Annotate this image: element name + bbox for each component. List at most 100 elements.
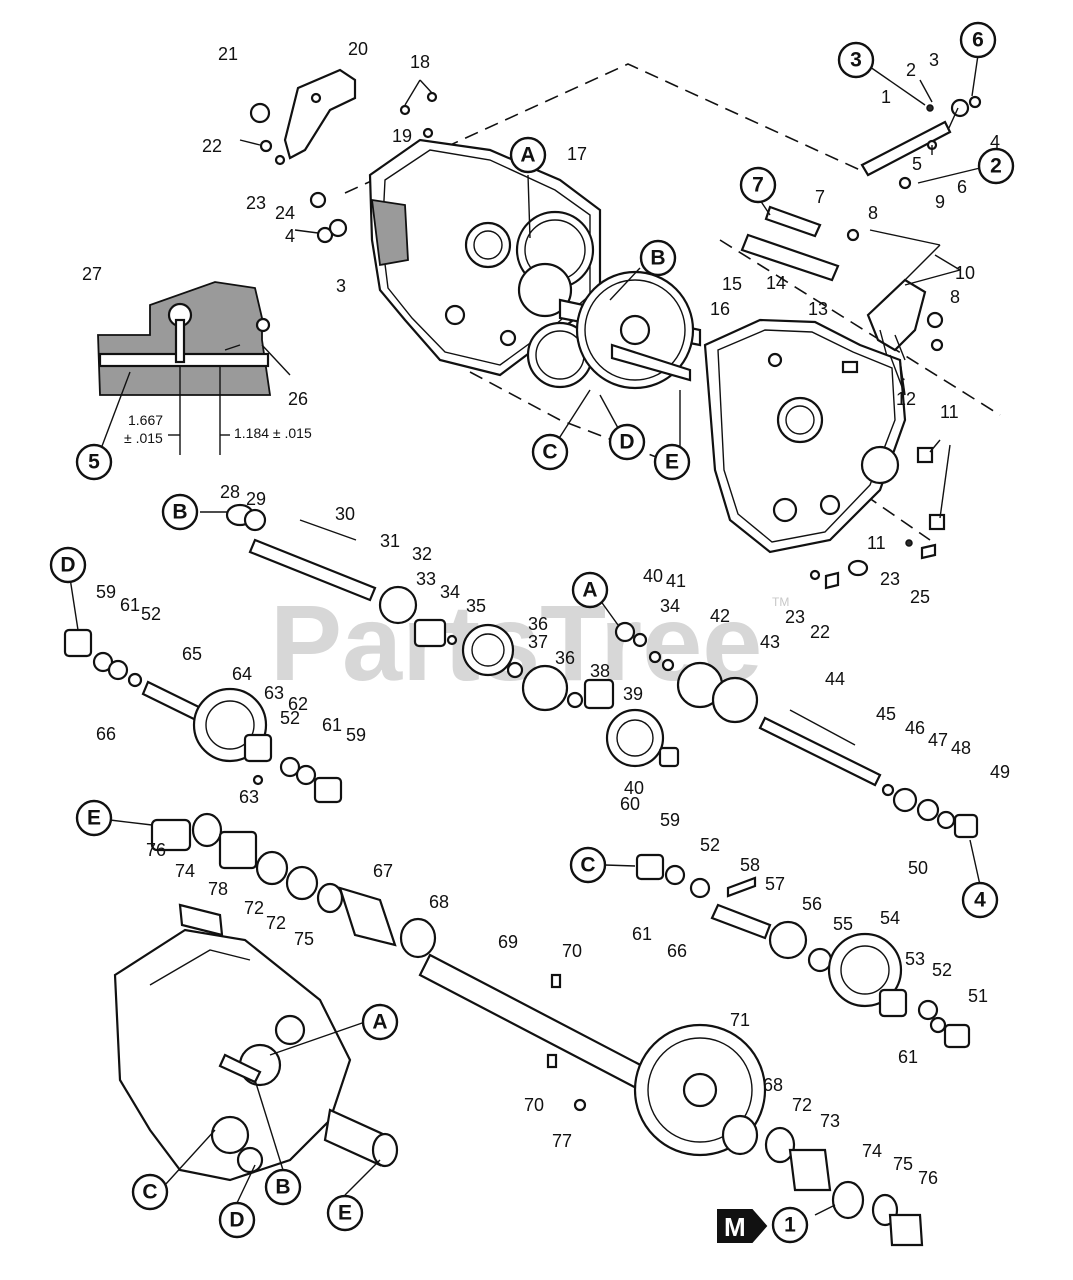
callout-B-low: B	[264, 1168, 302, 1206]
part-label: 68	[429, 892, 449, 912]
svg-text:7: 7	[752, 174, 764, 197]
part-label: 52	[141, 604, 161, 624]
part-label: 1	[881, 87, 891, 107]
svg-text:D: D	[619, 431, 634, 454]
part-label: 18	[410, 52, 430, 72]
part-label: 45	[876, 704, 896, 724]
main-axle	[418, 953, 767, 1157]
part-label: 44	[825, 669, 845, 689]
svg-text:B: B	[650, 247, 665, 270]
callout-C-top: C	[531, 433, 569, 471]
part-label: 36	[555, 648, 575, 668]
part-label: 55	[833, 914, 853, 934]
part-label: 51	[968, 986, 988, 1006]
part-label: 6	[957, 177, 967, 197]
part-label: 21	[218, 44, 238, 64]
part-label: 31	[380, 531, 400, 551]
svg-text:A: A	[582, 579, 597, 602]
part-label: 56	[802, 894, 822, 914]
svg-text:E: E	[87, 807, 101, 830]
part-label: 72	[266, 913, 286, 933]
leader-lines	[69, 54, 981, 1216]
part-label: 61	[632, 924, 652, 944]
part-label: 52	[700, 835, 720, 855]
part-label: 52	[932, 960, 952, 980]
part-label: 48	[951, 738, 971, 758]
svg-text:M: M	[724, 1212, 746, 1242]
callout-4: 4	[961, 881, 999, 919]
svg-text:A: A	[520, 144, 535, 167]
part-label: 70	[562, 941, 582, 961]
part-label: 38	[590, 661, 610, 681]
callout-3: 3	[837, 41, 875, 79]
callout-C-mid: C	[569, 846, 607, 884]
countershaft-assembly	[225, 503, 759, 768]
part-label: 39	[623, 684, 643, 704]
part-label: 59	[660, 810, 680, 830]
part-label: 8	[868, 203, 878, 223]
part-label: 61	[322, 715, 342, 735]
part-label: 53	[905, 949, 925, 969]
part-label: 63	[264, 683, 284, 703]
part-label: 16	[710, 299, 730, 319]
part-label: 7	[815, 187, 825, 207]
part-label: 25	[910, 587, 930, 607]
part-label: 52	[280, 708, 300, 728]
part-label: 29	[246, 489, 266, 509]
shift-rod	[740, 205, 840, 282]
part-label: 50	[908, 858, 928, 878]
shift-shaft-1	[860, 95, 982, 190]
part-label: 30	[335, 504, 355, 524]
part-label: 22	[810, 622, 830, 642]
part-label: 54	[880, 908, 900, 928]
part-label: 28	[220, 482, 240, 502]
part-label: 72	[792, 1095, 812, 1115]
callout-B-top: B	[639, 239, 677, 277]
part-label: 8	[950, 287, 960, 307]
part-label: 70	[524, 1095, 544, 1115]
case-bolts	[809, 446, 946, 590]
part-label: 66	[96, 724, 116, 744]
part-label: 71	[730, 1010, 750, 1030]
svg-text:E: E	[338, 1202, 352, 1225]
part-label: 75	[294, 929, 314, 949]
part-label: 9	[935, 192, 945, 212]
svg-text:E: E	[665, 451, 679, 474]
callout-A-mid: A	[571, 571, 609, 609]
callout-E-low: E	[326, 1194, 364, 1232]
part-label: 78	[208, 879, 228, 899]
part-label: 22	[202, 136, 222, 156]
part-label: 72	[244, 898, 264, 918]
part-label: 76	[918, 1168, 938, 1188]
callout-D-mid: D	[49, 546, 87, 584]
part-label: 64	[232, 664, 252, 684]
dim-1-667-tol: ± .015	[124, 430, 163, 446]
m-badge: M	[717, 1209, 768, 1243]
part-label: 11	[940, 402, 959, 422]
part-label: 35	[466, 596, 486, 616]
part-label: 73	[820, 1111, 840, 1131]
callout-1: 1	[771, 1206, 809, 1244]
part-label: 37	[528, 632, 548, 652]
part-label: 66	[667, 941, 687, 961]
top-small-parts	[249, 68, 438, 244]
part-label: 74	[862, 1141, 882, 1161]
part-label: 77	[552, 1131, 572, 1151]
part-label: 65	[182, 644, 202, 664]
part-label: 23	[880, 569, 900, 589]
part-label: 57	[765, 874, 785, 894]
part-label: 32	[412, 544, 432, 564]
part-label: 15	[722, 274, 742, 294]
part-label: 19	[392, 126, 412, 146]
shift-fork-bracket	[846, 228, 944, 361]
svg-text:5: 5	[88, 451, 100, 474]
part-label: 24	[275, 203, 295, 223]
callout-7: 7	[739, 166, 777, 204]
part-label: 59	[96, 582, 116, 602]
part-label: 12	[896, 389, 916, 409]
callout-2: 2	[977, 147, 1015, 185]
axle-bearings-left	[150, 812, 437, 959]
svg-text:D: D	[60, 554, 75, 577]
part-label: 41	[666, 571, 686, 591]
